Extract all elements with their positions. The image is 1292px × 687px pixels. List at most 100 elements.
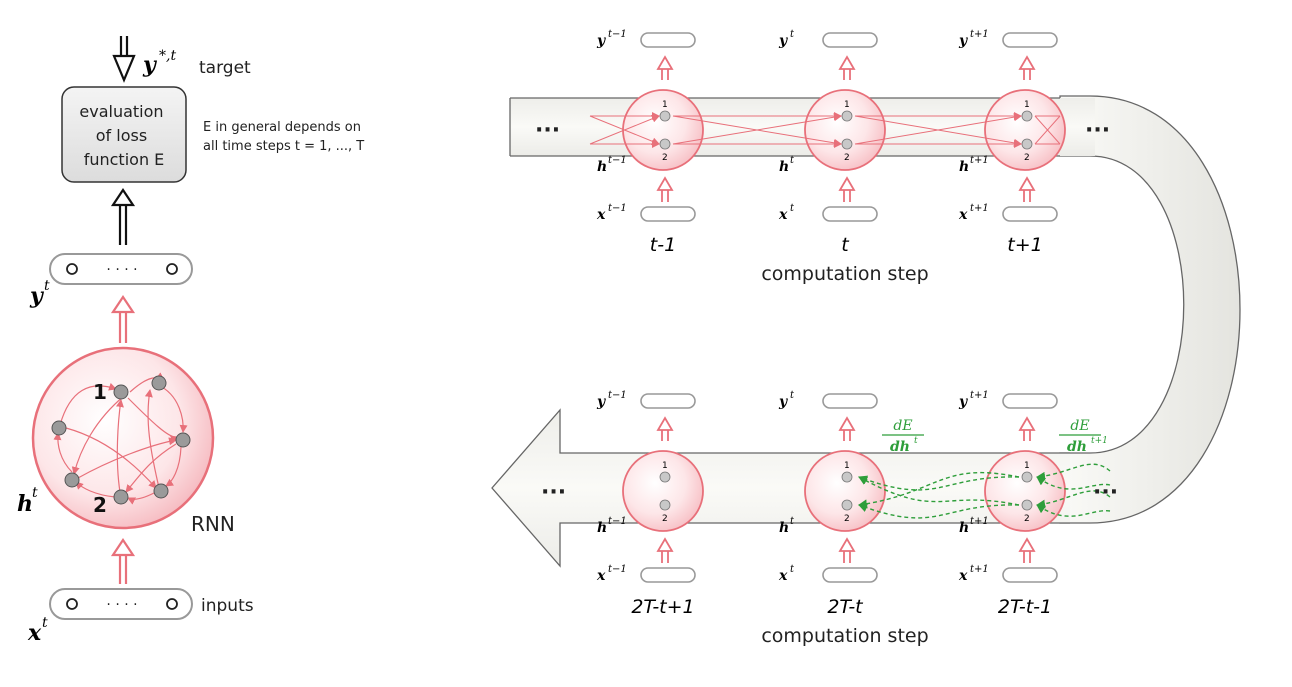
neuron-2 (1021, 499, 1033, 511)
backward-gradient-flow (858, 463, 1111, 519)
gradient-numerator: dE (893, 418, 912, 434)
neuron-1-label: 1 (1024, 100, 1030, 110)
neuron-2-label: 2 (1024, 153, 1030, 163)
output-symbol: y (778, 394, 788, 410)
cell (622, 89, 704, 171)
input-vector (49, 588, 193, 620)
output-pill (640, 32, 696, 48)
input-pill (822, 567, 878, 583)
rnn-recurrent-connections (53, 372, 188, 505)
output-symbol: y (958, 33, 968, 49)
output-pill (640, 393, 696, 409)
neuron-1-label: 1 (662, 461, 668, 471)
input-pill (1002, 206, 1058, 222)
loss-box (61, 86, 187, 183)
input-sup: t (790, 564, 795, 575)
forward-band-outline (509, 97, 1060, 157)
cell (804, 89, 886, 171)
input-to-cell-arrow (838, 537, 856, 563)
gradient-denominator: dh (890, 439, 910, 455)
input-to-cell-arrow (838, 176, 856, 202)
hidden-symbol: h (597, 159, 607, 175)
gradient-sup: t+1 (1091, 436, 1108, 446)
neuron-1 (841, 471, 853, 483)
forward-ellipsis-right: ··· (1085, 118, 1110, 143)
gradient-denominator: dh (1067, 439, 1087, 455)
output-sup: t (790, 29, 795, 40)
neuron-1-label: 1 (844, 461, 850, 471)
gradient-numerator: dE (1070, 418, 1089, 434)
output-sup: t+1 (970, 390, 989, 401)
input-unit-first (66, 598, 78, 610)
forward-caption: computation step (761, 263, 928, 285)
forward-ellipsis-left: ··· (535, 118, 560, 143)
input-symbol: x (778, 207, 788, 223)
backward-ellipsis-left: ··· (541, 480, 566, 505)
output-sup: t+1 (970, 29, 989, 40)
output-symbol: y (596, 33, 606, 49)
hidden-sup: t (790, 155, 795, 166)
loss-box-text: evaluation of loss function E (79, 102, 168, 169)
output-symbol: y (958, 394, 968, 410)
target-label: target (199, 58, 251, 78)
target-sup: *,t (159, 48, 176, 64)
input-sup: t+1 (970, 203, 989, 214)
neuron-2-label: 2 (1024, 514, 1030, 524)
hidden-sup: t+1 (970, 155, 989, 166)
input-sup: t−1 (608, 203, 627, 214)
target-symbol: y (142, 52, 158, 78)
input-pill (640, 206, 696, 222)
input-sup: t+1 (970, 564, 989, 575)
output-dots: · · · · (106, 262, 137, 278)
neuron-1 (1021, 471, 1033, 483)
neuron-2 (659, 138, 671, 150)
backward-ellipsis-right: ··· (1093, 480, 1118, 505)
neuron-2-label: 2 (844, 514, 850, 524)
neuron-2-label: 2 (844, 153, 850, 163)
output-symbol: y (596, 394, 606, 410)
hidden-symbol: h (779, 520, 789, 536)
step-label: t (841, 234, 850, 256)
neuron-1 (659, 110, 671, 122)
cell-to-output-arrow (656, 416, 674, 441)
hidden-sup: t−1 (608, 155, 627, 166)
return-curve (1059, 95, 1241, 524)
input-to-cell-arrow (656, 176, 674, 202)
output-pill (822, 32, 878, 48)
hidden-symbol: h (959, 520, 969, 536)
output-sup: t−1 (608, 29, 627, 40)
backward-band (491, 408, 1070, 568)
input-symbol: x (958, 568, 968, 584)
loss-note: E in general depends on all time steps t… (203, 120, 365, 154)
cell-to-output-arrow (838, 55, 856, 80)
output-pill (1002, 393, 1058, 409)
hidden-symbol: h (959, 159, 969, 175)
output-unit-first (66, 263, 78, 275)
cell-to-output-arrow (656, 55, 674, 80)
output-vector (49, 253, 193, 285)
neuron-2 (841, 499, 853, 511)
hidden-symbol: h (597, 520, 607, 536)
gradient-sup: t (914, 436, 918, 446)
input-symbol: x (27, 620, 42, 646)
neuron-1-label: 1 (1024, 461, 1030, 471)
input-pill (1002, 567, 1058, 583)
input-to-rnn-arrow (110, 538, 136, 584)
output-pill (1002, 32, 1058, 48)
step-label: 2T-t-1 (998, 596, 1052, 618)
input-symbol: x (596, 207, 606, 223)
hidden-sup: t+1 (970, 516, 989, 527)
output-sup: t (790, 390, 795, 401)
input-pill (822, 206, 878, 222)
input-sup: t−1 (608, 564, 627, 575)
input-to-cell-arrow (1018, 537, 1036, 563)
gradient-label-t-plus-1: dE dh t+1 (1059, 418, 1108, 455)
input-symbol: x (596, 568, 606, 584)
